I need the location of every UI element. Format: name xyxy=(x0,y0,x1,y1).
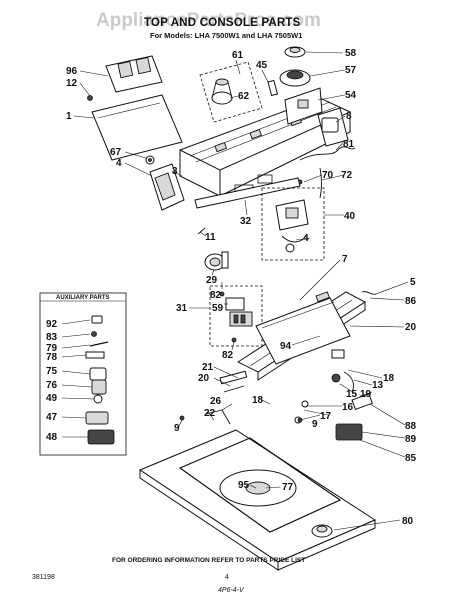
callout-32: 32 xyxy=(240,216,252,227)
callout-79: 79 xyxy=(46,343,58,354)
callout-7: 7 xyxy=(342,254,348,265)
callout-15: 15 xyxy=(346,389,358,400)
callout-76: 76 xyxy=(46,380,58,391)
callout-82-upper: 82 xyxy=(210,290,222,301)
callout-54: 54 xyxy=(345,90,357,101)
callout-8: 8 xyxy=(346,111,352,122)
callout-17: 17 xyxy=(320,411,332,422)
callout-61: 61 xyxy=(232,50,244,61)
callout-89: 89 xyxy=(405,434,417,445)
callout-29: 29 xyxy=(206,275,218,286)
callouts: 96 12 1 61 45 58 62 57 54 8 81 67 4 3 70… xyxy=(46,48,417,527)
auxiliary-parts-panel: AUXILIARY PARTS xyxy=(39,292,127,456)
handwritten-note: 4P6-4-V xyxy=(218,587,245,594)
callout-5: 5 xyxy=(410,277,416,288)
callout-3: 3 xyxy=(172,166,178,177)
callout-20-left: 20 xyxy=(198,373,210,384)
callout-78: 78 xyxy=(46,352,58,363)
callout-96: 96 xyxy=(66,66,78,77)
callout-82-lower: 82 xyxy=(222,350,234,361)
callout-11: 11 xyxy=(205,232,216,243)
page-number: 4 xyxy=(225,574,229,581)
callout-26: 26 xyxy=(210,396,222,407)
water-valve-assembly xyxy=(261,187,325,261)
callout-88: 88 xyxy=(405,421,417,432)
callout-20-right: 20 xyxy=(405,322,417,333)
callout-80: 80 xyxy=(402,516,414,527)
callout-57: 57 xyxy=(345,65,357,76)
callout-9-left: 9 xyxy=(174,423,180,434)
callout-85: 85 xyxy=(405,453,417,464)
page-title: TOP AND CONSOLE PARTS xyxy=(144,17,301,29)
watermark: AppliancePartsPros.com xyxy=(96,10,321,31)
timer-motor xyxy=(197,227,229,271)
switch-assembly xyxy=(209,285,263,347)
callout-72: 72 xyxy=(341,170,353,181)
callout-67: 67 xyxy=(110,147,122,158)
callout-70: 70 xyxy=(322,170,334,181)
callout-12: 12 xyxy=(66,78,78,89)
callout-13: 13 xyxy=(372,380,384,391)
aux-title: AUXILIARY PARTS xyxy=(56,295,110,301)
doc-number: 381198 xyxy=(32,574,55,581)
callout-45: 45 xyxy=(256,60,268,71)
callout-47: 47 xyxy=(46,412,58,423)
callout-49: 49 xyxy=(46,393,58,404)
washer-top-assembly xyxy=(138,291,377,571)
callout-9-right: 9 xyxy=(312,419,318,430)
callout-18-left: 18 xyxy=(252,395,264,406)
callout-18-right: 18 xyxy=(383,373,395,384)
callout-4-upper: 4 xyxy=(116,158,122,169)
callout-94: 94 xyxy=(280,341,292,352)
callout-16: 16 xyxy=(342,402,354,413)
callout-31: 31 xyxy=(176,303,188,314)
callout-1: 1 xyxy=(66,111,72,122)
callout-21: 21 xyxy=(202,362,214,373)
callout-58: 58 xyxy=(345,48,357,59)
callout-40: 40 xyxy=(344,211,356,222)
callout-62: 62 xyxy=(238,91,250,102)
callout-4-valve: 4 xyxy=(303,233,309,244)
leader-lines xyxy=(61,51,409,531)
callout-19: 19 xyxy=(360,389,372,400)
callout-22: 22 xyxy=(204,408,216,419)
page-subtitle: For Models: LHA 7500W1 and LHA 7505W1 xyxy=(150,31,302,40)
callout-83: 83 xyxy=(46,332,58,343)
footer-ordering-info: FOR ORDERING INFORMATION REFER TO PARTS … xyxy=(112,557,305,564)
callout-77: 77 xyxy=(282,482,294,493)
callout-86: 86 xyxy=(405,296,417,307)
callout-59: 59 xyxy=(212,303,224,314)
callout-92: 92 xyxy=(46,319,58,330)
callout-48: 48 xyxy=(46,432,58,443)
callout-75: 75 xyxy=(46,366,58,377)
callout-95: 95 xyxy=(238,480,250,491)
console-assembly xyxy=(87,46,356,211)
callout-81: 81 xyxy=(343,139,355,150)
